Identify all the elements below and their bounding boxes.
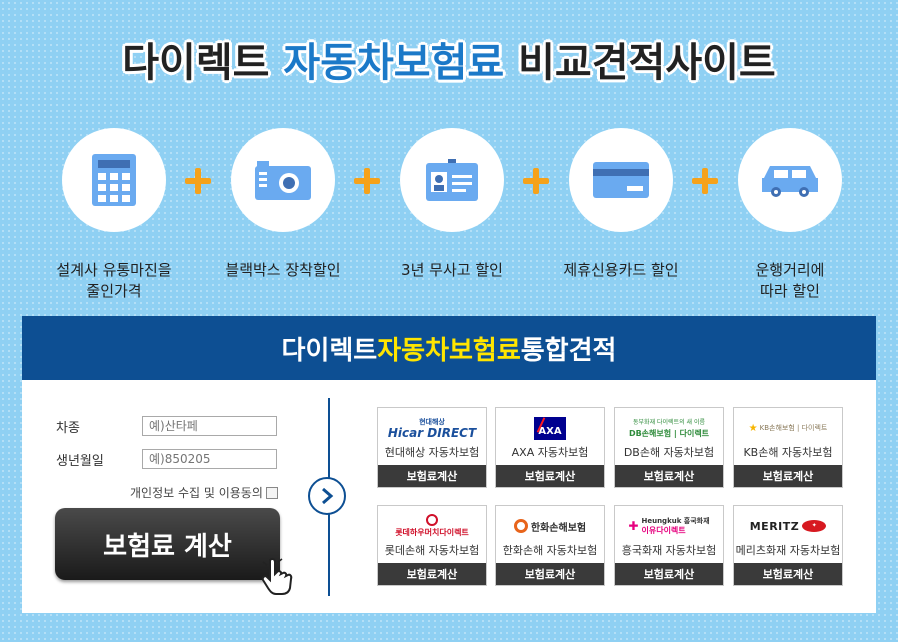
calculator-icon [92, 154, 136, 206]
quote-form: 차종 생년월일 개인정보 수집 및 이용동의 보험료 계산 [22, 380, 322, 613]
logo-main-text: 한화손해보험 [530, 522, 587, 534]
camera-icon [255, 161, 311, 200]
logo-top-text: 현대해상 [419, 418, 445, 426]
logo-main-text: 이유다이렉트 [641, 526, 686, 535]
insurer-card-db[interactable]: 동부화재 다이렉트의 새 이름 DB손해보험 | 다이렉트 DB손해 자동차보험… [614, 407, 724, 488]
birth-date-label: 생년월일 [56, 454, 104, 469]
next-arrow-button[interactable] [308, 477, 346, 515]
logo-main-text: AXA [538, 425, 562, 437]
insurer-name: AXA 자동차보험 [511, 446, 589, 459]
premium-calc-button[interactable]: 보험료계산 [378, 465, 486, 487]
panel-head-part2: 통합견적 [520, 335, 617, 366]
feature-circle [738, 128, 842, 232]
feature-label: 운행거리에 따라 할인 [755, 261, 825, 300]
title-highlight: 자동차보험료 [283, 40, 505, 86]
insurer-name: 메리츠화재 자동차보험 [735, 544, 841, 557]
logo-main-text: KB손해보험 | 다이렉트 [759, 424, 828, 432]
panel-header: 다이렉트 자동차보험료 통합견적 [22, 316, 876, 380]
premium-calc-button[interactable]: 보험료계산 [615, 563, 723, 585]
pointer-hand-icon [261, 557, 293, 595]
premium-calc-button[interactable]: 보험료계산 [496, 465, 604, 487]
logo-main-text: Hicar DIRECT [387, 426, 477, 440]
car-type-input[interactable] [142, 416, 277, 436]
calculate-premium-button[interactable]: 보험료 계산 [55, 508, 280, 580]
premium-calc-button[interactable]: 보험료계산 [734, 563, 842, 585]
consent-checkbox[interactable] [265, 486, 278, 499]
feature-label: 제휴신용카드 할인 [563, 261, 679, 279]
heungkuk-logo: ✚ Heungkuk 흥국화재 이유다이렉트 [615, 506, 723, 540]
panel-head-part1: 다이렉트 [281, 335, 378, 366]
feature-label: 3년 무사고 할인 [401, 261, 503, 279]
feature-circle [231, 128, 335, 232]
insurer-card-lotte[interactable]: 롯데하우머치다이렉트 롯데손해 자동차보험 보험료계산 [377, 505, 487, 586]
plus-icon [185, 168, 211, 194]
feature-item-margin: 설계사 유통마진을 줄인가격 [39, 128, 189, 302]
insurer-name: 롯데손해 자동차보험 [384, 544, 480, 557]
feature-label: 블랙박스 장착할인 [225, 261, 341, 279]
page-title: 다이렉트 자동차보험료 비교견적사이트 [0, 30, 898, 88]
insurer-card-hyundai[interactable]: 현대해상 Hicar DIRECT 현대해상 자동차보험 보험료계산 [377, 407, 487, 488]
insurer-name: KB손해 자동차보험 [743, 446, 833, 459]
feature-circle [62, 128, 166, 232]
insurer-card-meritz[interactable]: MERITZ ✦ 메리츠화재 자동차보험 보험료계산 [733, 505, 843, 586]
feature-item-mileage: 운행거리에 따라 할인 [715, 128, 865, 302]
kb-star-icon: ★ [748, 422, 758, 434]
kb-logo: ★ KB손해보험 | 다이렉트 [734, 408, 842, 442]
feature-item-credit-card: 제휴신용카드 할인 [546, 128, 696, 281]
plus-icon [523, 168, 549, 194]
feature-circle [569, 128, 673, 232]
lotte-emblem-icon [425, 514, 438, 526]
birth-date-input[interactable] [142, 449, 277, 469]
insurer-name: 현대해상 자동차보험 [384, 446, 480, 459]
insurer-card-hanwha[interactable]: 한화손해보험 한화손해 자동차보험 보험료계산 [495, 505, 605, 586]
plus-icon [692, 168, 718, 194]
insurer-card-kb[interactable]: ★ KB손해보험 | 다이렉트 KB손해 자동차보험 보험료계산 [733, 407, 843, 488]
insurer-name: 흥국화재 자동차보험 [621, 544, 717, 557]
plus-icon [354, 168, 380, 194]
logo-main-text: 롯데하우머치다이렉트 [395, 528, 469, 537]
title-part1: 다이렉트 [122, 40, 284, 86]
hyundai-logo: 현대해상 Hicar DIRECT [378, 408, 486, 442]
premium-calc-button[interactable]: 보험료계산 [378, 563, 486, 585]
hanwha-emblem-icon [513, 519, 528, 533]
logo-top-text: Heungkuk 흥국화재 [641, 517, 710, 525]
premium-calc-button[interactable]: 보험료계산 [734, 465, 842, 487]
panel-head-highlight: 자동차보험료 [377, 335, 521, 366]
title-part2: 비교견적사이트 [504, 40, 776, 86]
quote-panel: 다이렉트 자동차보험료 통합견적 차종 생년월일 개인정보 수집 및 이용동의 … [22, 316, 876, 613]
heungkuk-emblem-icon: ✚ [628, 519, 639, 533]
car-type-label: 차종 [56, 421, 80, 436]
car-icon [762, 166, 818, 197]
consent-label: 개인정보 수집 및 이용동의 [130, 486, 263, 500]
feature-item-blackbox: 블랙박스 장착할인 [208, 128, 358, 281]
feature-list: 설계사 유통마진을 줄인가격 블랙박스 장착할인 [0, 128, 898, 300]
credit-card-icon [593, 162, 649, 198]
logo-main-text: MERITZ [749, 519, 800, 533]
logo-main-text: DB손해보험 | 다이렉트 [628, 429, 710, 438]
feature-circle [400, 128, 504, 232]
insurer-card-heungkuk[interactable]: ✚ Heungkuk 흥국화재 이유다이렉트 흥국화재 자동차보험 보험료계산 [614, 505, 724, 586]
id-card-icon [426, 159, 478, 201]
db-logo: 동부화재 다이렉트의 새 이름 DB손해보험 | 다이렉트 [615, 408, 723, 442]
insurer-name: DB손해 자동차보험 [623, 446, 715, 459]
lotte-logo: 롯데하우머치다이렉트 [378, 506, 486, 540]
chevron-right-icon [322, 487, 334, 505]
premium-calc-button[interactable]: 보험료계산 [615, 465, 723, 487]
meritz-logo: MERITZ ✦ [734, 506, 842, 540]
hanwha-logo: 한화손해보험 [496, 506, 604, 540]
feature-item-no-accident: 3년 무사고 할인 [377, 128, 527, 281]
feature-label: 설계사 유통마진을 줄인가격 [56, 261, 172, 300]
consent-row: 개인정보 수집 및 이용동의 [130, 484, 278, 501]
insurer-name: 한화손해 자동차보험 [502, 544, 598, 557]
premium-calc-button[interactable]: 보험료계산 [496, 563, 604, 585]
axa-logo: AXA [496, 408, 604, 442]
direct-badge-icon: ✦ [802, 520, 827, 532]
logo-top-text: 동부화재 다이렉트의 새 이름 [633, 419, 705, 426]
insurer-card-axa[interactable]: AXA AXA 자동차보험 보험료계산 [495, 407, 605, 488]
